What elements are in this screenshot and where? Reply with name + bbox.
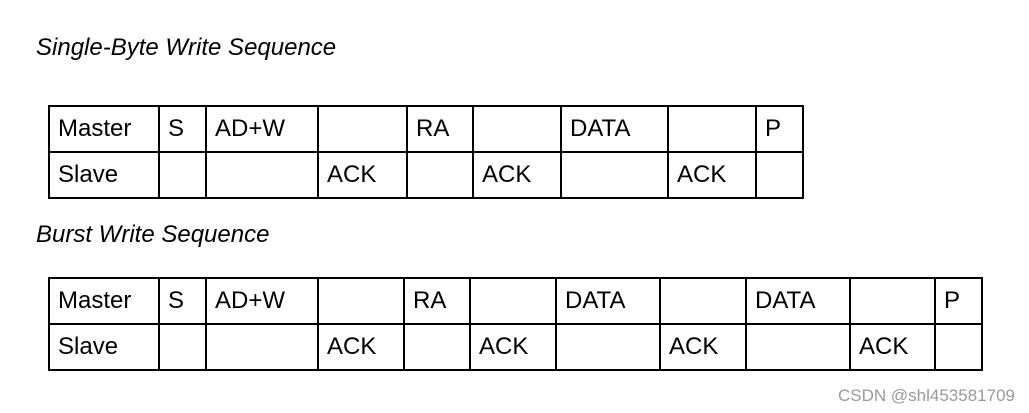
table-cell [406,151,474,199]
table-cell: P [755,105,804,153]
table-cell: S [158,105,207,153]
table-cell: DATA [560,105,669,153]
table-cell [469,277,557,325]
table-cell [472,105,562,153]
table-cell [317,105,408,153]
burst-write-title: Burst Write Sequence [36,221,270,248]
table-cell [659,277,747,325]
table-cell: ACK [667,151,757,199]
table-cell [403,323,471,371]
master-row: Master S AD+W RA DATA P [48,105,804,153]
table-cell: ACK [317,323,405,371]
table-cell [755,151,804,199]
row-label: Master [48,105,160,153]
table-cell: ACK [472,151,562,199]
row-label: Slave [48,323,160,371]
burst-write-table: Master S AD+W RA DATA DATA P Slave ACK A… [48,277,983,371]
table-cell [560,151,669,199]
table-cell [849,277,936,325]
table-cell: S [158,277,207,325]
table-cell: AD+W [205,105,319,153]
table-cell [205,323,319,371]
table-cell [934,323,983,371]
table-cell: P [934,277,983,325]
table-cell: ACK [659,323,747,371]
table-cell: ACK [849,323,936,371]
table-cell: RA [406,105,474,153]
watermark: CSDN @shl453581709 [838,386,1015,405]
table-cell [158,151,207,199]
table-cell: ACK [469,323,557,371]
row-label: Master [48,277,160,325]
table-cell: ACK [317,151,408,199]
table-cell: AD+W [205,277,319,325]
table-cell: DATA [555,277,661,325]
slave-row: Slave ACK ACK ACK ACK [48,323,983,371]
table-cell [745,323,851,371]
slave-row: Slave ACK ACK ACK [48,151,804,199]
table-cell [667,105,757,153]
table-cell [158,323,207,371]
table-cell [555,323,661,371]
single-byte-write-title: Single-Byte Write Sequence [36,34,337,61]
table-cell [205,151,319,199]
row-label: Slave [48,151,160,199]
single-byte-write-table: Master S AD+W RA DATA P Slave ACK ACK AC… [48,105,804,199]
table-cell: RA [403,277,471,325]
master-row: Master S AD+W RA DATA DATA P [48,277,983,325]
table-cell [317,277,405,325]
table-cell: DATA [745,277,851,325]
